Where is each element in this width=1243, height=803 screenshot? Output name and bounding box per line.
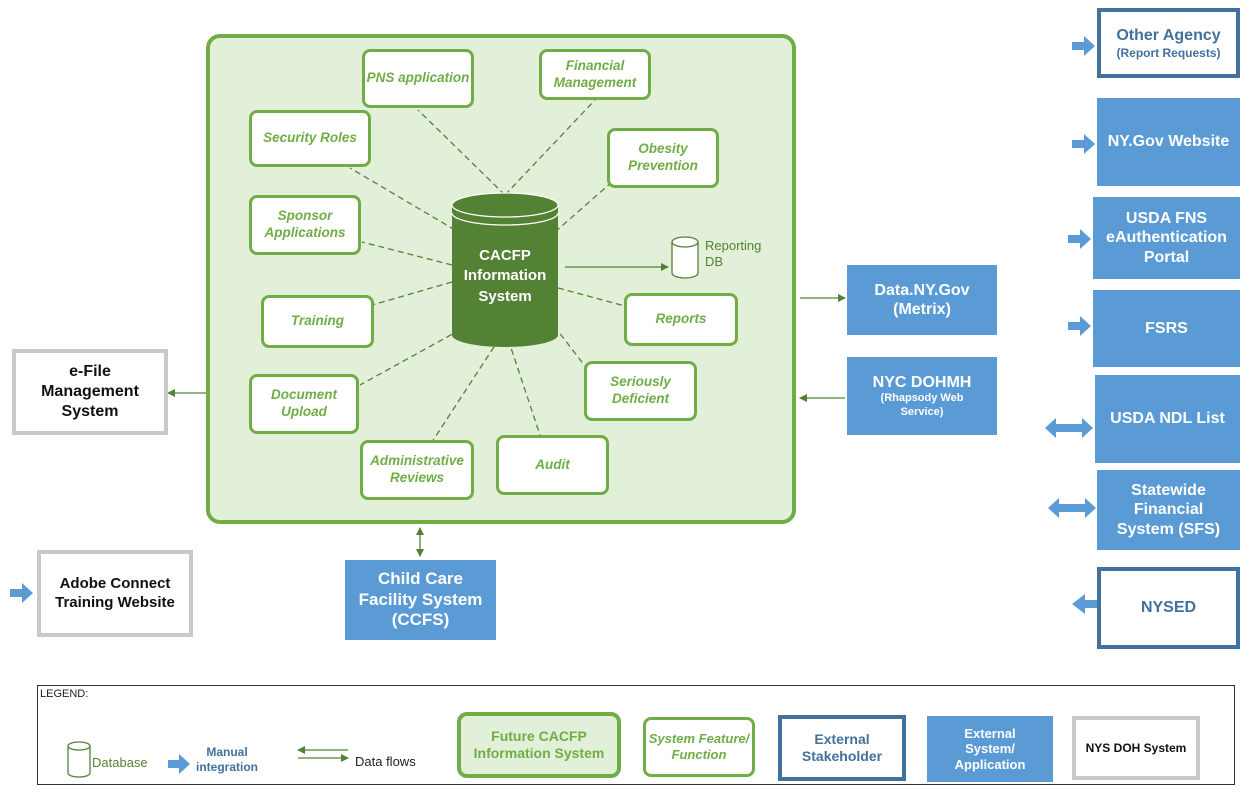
legend-dataflows-label: Data flows xyxy=(355,754,416,769)
link-obesity xyxy=(554,181,613,233)
link-reports xyxy=(557,287,626,307)
arrow-nygov xyxy=(1072,134,1095,154)
feature-sponsor-applications: Sponsor Applications xyxy=(249,195,361,255)
arrow-adobe xyxy=(10,583,33,603)
legend-title: LEGEND: xyxy=(40,688,89,700)
nysed-stakeholder: NYSED xyxy=(1097,567,1240,649)
arrow-sfs xyxy=(1048,498,1096,518)
legend-nys-doh-system: NYS DOH System xyxy=(1072,716,1200,780)
link-pns xyxy=(417,109,506,196)
reporting-db-icon xyxy=(671,236,699,279)
cacfp-database-cylinder xyxy=(451,192,559,347)
datany-gov-system: Data.NY.Gov(Metrix) xyxy=(847,265,997,335)
usda-ndl-list-system: USDA NDL List xyxy=(1095,375,1240,463)
feature-training: Training xyxy=(261,295,374,348)
legend-database-label: Database xyxy=(92,755,148,770)
other-agency-stakeholder: Other Agency (Report Requests) xyxy=(1097,8,1240,78)
legend-database-icon xyxy=(67,741,91,778)
arrow-fsrs xyxy=(1068,316,1091,336)
data-flow-arrows xyxy=(167,263,846,762)
feature-audit: Audit xyxy=(496,435,609,495)
legend-system-feature: System Feature/Function xyxy=(643,717,755,777)
arrow-usda-fns xyxy=(1068,229,1091,249)
feature-financial-management: Financial Management xyxy=(539,49,651,100)
link-audit xyxy=(504,329,541,436)
legend-manual-arrow xyxy=(168,754,190,774)
feature-reports: Reports xyxy=(624,293,738,346)
link-financial xyxy=(504,99,596,196)
feature-seriously-deficient: Seriously Deficient xyxy=(584,361,697,421)
feature-security-roles: Security Roles xyxy=(249,110,371,167)
nyc-dohmh-system: NYC DOHMH (Rhapsody Web Service) xyxy=(847,357,997,435)
fsrs-system: FSRS xyxy=(1093,290,1240,367)
nygov-website-system: NY.Gov Website xyxy=(1097,98,1240,186)
link-admin xyxy=(429,329,506,446)
manual-integration-arrows xyxy=(10,36,1097,774)
feature-pns-application: PNS application xyxy=(362,49,474,108)
feature-obesity-prevention: Obesity Prevention xyxy=(607,128,719,188)
arrow-other-agency xyxy=(1072,36,1095,56)
arrow-nysed xyxy=(1072,594,1097,614)
feature-administrative-reviews: Administrative Reviews xyxy=(360,440,474,500)
arrow-usda-ndl xyxy=(1045,418,1093,438)
link-sponsor xyxy=(361,241,453,266)
feature-document-upload: Document Upload xyxy=(249,374,359,434)
link-security xyxy=(349,167,456,231)
link-training xyxy=(371,281,453,306)
legend-box xyxy=(37,685,1235,785)
